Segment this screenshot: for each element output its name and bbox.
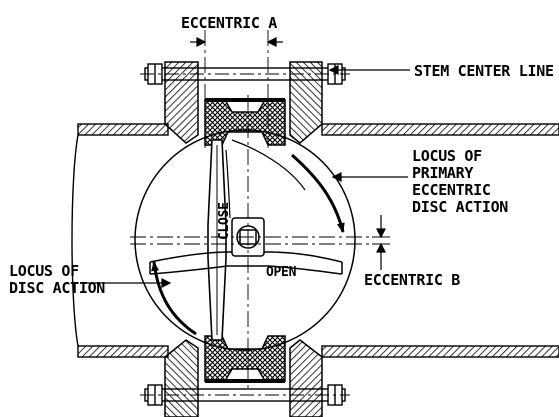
bottom-flange-right: [289, 339, 323, 417]
locus-disc-label-line2: DISC ACTION: [9, 279, 105, 297]
eccentric-a-dimension: [190, 37, 283, 47]
locus-disc-label-line1: LOCUS OF: [9, 262, 79, 280]
disc-closed: [207, 139, 227, 341]
bottom-seat: [204, 335, 286, 383]
eccentric-b-dimension: [372, 215, 390, 270]
locus-primary-label-line2: PRIMARY: [412, 164, 473, 182]
close-label: CLOSE: [217, 202, 232, 240]
stem-center-line-label: STEM CENTER LINE: [414, 62, 554, 80]
top-seat: [204, 98, 286, 146]
upstream-pipe-wall: [71, 123, 169, 358]
disc-locus-arc: [151, 261, 197, 336]
locus-primary-label-line4: DISC ACTION: [412, 198, 508, 216]
locus-primary-label-line3: ECCENTRIC: [412, 181, 491, 199]
leader-lines: [80, 65, 410, 288]
eccentric-a-label: ECCENTRIC A: [181, 14, 277, 32]
bottom-flange-left: [164, 339, 199, 417]
center-lines: [130, 30, 372, 390]
top-flange-right: [289, 61, 323, 144]
eccentric-b-label: ECCENTRIC B: [364, 271, 460, 289]
downstream-pipe-wall: [321, 123, 559, 358]
close-swing-arc: [225, 139, 306, 219]
locus-primary-label-line1: LOCUS OF: [412, 147, 482, 165]
primary-locus-arc: [291, 153, 345, 233]
top-flange-left: [164, 61, 199, 144]
bottom-flange-bolt: [140, 384, 350, 406]
open-label: OPEN: [266, 265, 297, 280]
